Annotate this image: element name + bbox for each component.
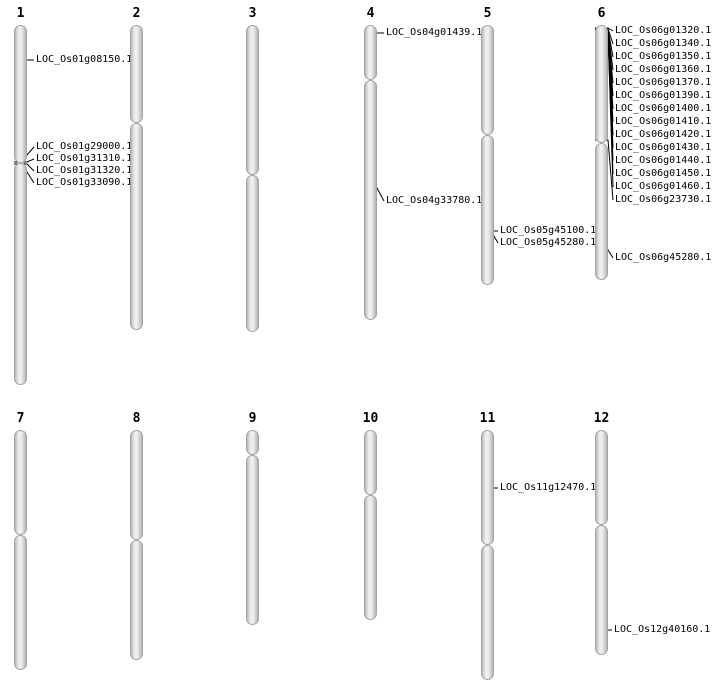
chromosome-5-number: 5 [483,6,492,21]
chromosome-6-number: 6 [597,6,606,21]
chromosome-10-number: 10 [362,411,379,426]
chromosome-1-lower-arm [14,163,27,385]
chromosome-1-number: 1 [16,6,25,21]
gene-label: LOC_Os06g01400.1 [615,103,712,114]
chromosome-9-lower-arm [246,455,259,625]
gene-label: LOC_Os05g45280.1 [500,237,597,248]
gene-label: LOC_Os06g01410.1 [615,116,712,127]
gene-label: LOC_Os05g45100.1 [500,225,597,236]
gene-label: LOC_Os06g01450.1 [615,168,712,179]
gene-label: LOC_Os06g01430.1 [615,142,712,153]
chromosome-9-number: 9 [248,411,257,426]
gene-label: LOC_Os06g01340.1 [615,38,712,49]
gene-label: LOC_Os04g01439.1 [386,27,483,38]
gene-label: LOC_Os06g01370.1 [615,77,712,88]
gene-label: LOC_Os06g45280.1 [615,252,712,263]
chromosome-4-upper-arm [364,25,377,80]
chromosome-11-upper-arm [481,430,494,545]
gene-label: LOC_Os01g33090.1 [36,177,133,188]
chromosome-9-upper-arm [246,430,259,455]
gene-label: LOC_Os06g01350.1 [615,51,712,62]
chromosome-12-number: 12 [593,411,610,426]
chromosome-3-number: 3 [248,6,257,21]
chromosome-7-upper-arm [14,430,27,535]
chromosome-2-number: 2 [132,6,141,21]
gene-label: LOC_Os06g01390.1 [615,90,712,101]
gene-label: LOC_Os12g40160.1 [614,624,711,635]
gene-label: LOC_Os01g31310.1 [36,153,133,164]
gene-label: LOC_Os04g33780.1 [386,195,483,206]
chromosome-12-lower-arm [595,525,608,655]
gene-label: LOC_Os06g01420.1 [615,129,712,140]
chromosome-5-lower-arm [481,135,494,285]
chromosome-2-upper-arm [130,25,143,123]
chromosome-8-lower-arm [130,540,143,660]
chromosome-11-number: 11 [479,411,496,426]
gene-label: LOC_Os01g31320.1 [36,165,133,176]
chromosome-4-lower-arm [364,80,377,320]
chromosome-7-number: 7 [16,411,25,426]
chromosome-3-upper-arm [246,25,259,175]
gene-label: LOC_Os01g08150.1 [36,54,133,65]
chromosome-4-number: 4 [366,6,375,21]
gene-label: LOC_Os06g01440.1 [615,155,712,166]
chromosome-6-lower-arm [595,143,608,280]
gene-label: LOC_Os06g01360.1 [615,64,712,75]
chromosome-10-upper-arm [364,430,377,495]
chromosome-10-lower-arm [364,495,377,620]
chromosome-2-lower-arm [130,123,143,330]
chromosome-11-lower-arm [481,545,494,680]
chromosome-6-upper-arm [595,25,608,143]
gene-label: LOC_Os06g01460.1 [615,181,712,192]
gene-label: LOC_Os06g23730.1 [615,194,712,205]
chromosome-5-upper-arm [481,25,494,135]
chromosome-3-lower-arm [246,175,259,332]
gene-label: LOC_Os11g12470.1 [500,482,597,493]
chromosome-8-upper-arm [130,430,143,540]
chromosome-1-upper-arm [14,25,27,163]
gene-label: LOC_Os06g01320.1 [615,25,712,36]
chromosome-8-number: 8 [132,411,141,426]
gene-label: LOC_Os01g29000.1 [36,141,133,152]
chromosome-12-upper-arm [595,430,608,525]
chromosome-7-lower-arm [14,535,27,670]
